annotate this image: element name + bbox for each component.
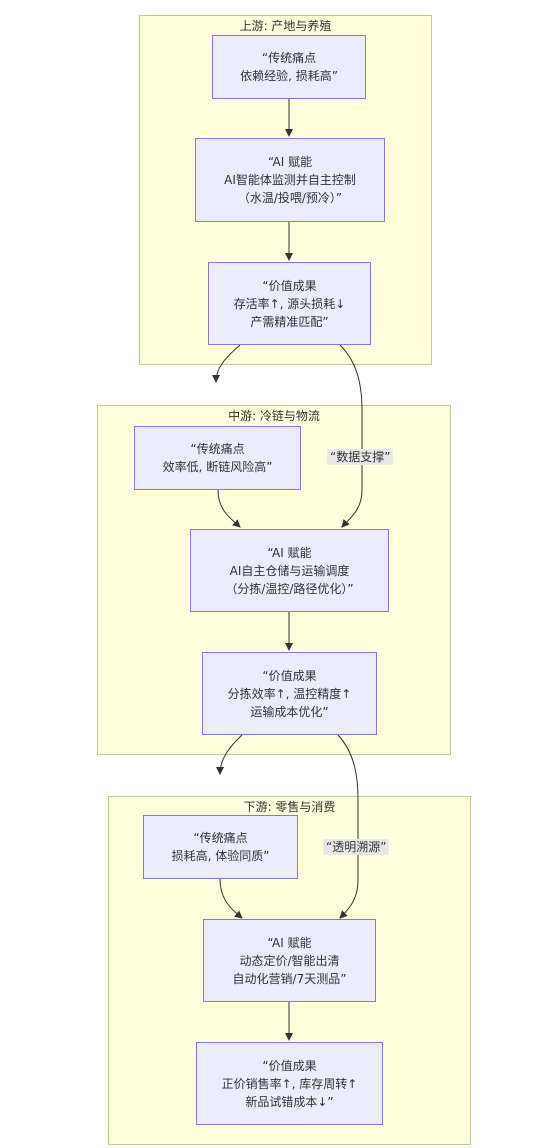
node-down-ai-line-2: 动态定价/智能出清 bbox=[239, 953, 340, 968]
node-down-value-line-3: 新品试错成本↓” bbox=[245, 1094, 334, 1109]
node-mid-ai-line-2: AI自主仓储与运输调度 bbox=[229, 563, 350, 578]
node-up-ai-line-2: AI智能体监测并自主控制 bbox=[224, 173, 356, 187]
node-up-pain-line-1: “传统痛点 bbox=[261, 51, 317, 65]
edge-traceability bbox=[337, 734, 359, 919]
node-mid-value-line-2: 分拣效率↑, 温控精度↑ bbox=[227, 686, 352, 701]
node-mid-pain: “传统痛点 效率低, 断链风险高” bbox=[134, 426, 301, 490]
node-up-value-line-2: 存活率↑, 源头损耗↓ bbox=[233, 296, 346, 311]
node-down-pain-line-1: “传统痛点 bbox=[193, 831, 248, 845]
node-down-ai: “AI 赋能 动态定价/智能出清 自动化营销/7天测品” bbox=[203, 919, 376, 1002]
node-down-value-line-2: 正价销售率↑, 库存周转↑ bbox=[221, 1076, 358, 1091]
node-down-pain-line-2: 损耗高, 体验同质” bbox=[171, 849, 270, 863]
edge-down-pain-to-ai bbox=[219, 878, 243, 919]
node-mid-ai-line-3: （分拣/温控/路径优化）” bbox=[225, 581, 354, 596]
node-down-pain: “传统痛点 损耗高, 体验同质” bbox=[143, 815, 298, 879]
edge-mid-pain-to-ai bbox=[217, 489, 241, 528]
cluster-midstream-title: 中游: 冷链与物流 bbox=[228, 409, 320, 423]
node-mid-pain-line-2: 效率低, 断链风险高” bbox=[162, 460, 273, 474]
edge-label-traceability: “透明溯源” bbox=[323, 839, 390, 855]
node-up-ai: “AI 赋能 AI智能体监测并自主控制 （水温/投喂/预冷）” bbox=[195, 138, 385, 222]
node-mid-pain-line-1: “传统痛点 bbox=[190, 442, 245, 456]
node-up-value: “价值成果 存活率↑, 源头损耗↓ 产需精准匹配” bbox=[208, 262, 371, 345]
node-down-ai-line-3: 自动化营销/7天测品” bbox=[232, 971, 347, 986]
cluster-downstream-title: 下游: 零售与消费 bbox=[243, 800, 336, 814]
node-up-ai-line-1: “AI 赋能 bbox=[267, 155, 313, 169]
node-mid-ai: “AI 赋能 AI自主仓储与运输调度 （分拣/温控/路径优化）” bbox=[190, 529, 389, 612]
node-up-ai-line-3: （水温/投喂/预冷）” bbox=[237, 191, 343, 205]
node-up-pain-line-2: 依赖经验, 损耗高” bbox=[240, 69, 338, 83]
node-up-pain: “传统痛点 依赖经验, 损耗高” bbox=[212, 35, 366, 99]
edge-up-value-to-mid bbox=[212, 344, 241, 383]
node-mid-value: “价值成果 分拣效率↑, 温控精度↑ 运输成本优化” bbox=[202, 652, 377, 735]
node-down-ai-line-1: “AI 赋能 bbox=[267, 935, 312, 950]
edge-mid-value-to-down bbox=[216, 734, 243, 775]
edge-data-support bbox=[339, 344, 363, 528]
node-mid-value-line-1: “价值成果 bbox=[262, 668, 317, 683]
node-up-value-line-1: “价值成果 bbox=[262, 278, 317, 293]
node-down-value-line-1: “价值成果 bbox=[262, 1058, 317, 1073]
node-mid-value-line-3: 运输成本优化” bbox=[250, 704, 329, 719]
edge-label-data-support: “数据支撑” bbox=[327, 449, 394, 465]
cluster-upstream-title: 上游: 产地与养殖 bbox=[239, 19, 332, 33]
node-down-value: “价值成果 正价销售率↑, 库存周转↑ 新品试错成本↓” bbox=[196, 1042, 383, 1125]
node-mid-ai-line-1: “AI 赋能 bbox=[267, 545, 312, 560]
node-up-value-line-3: 产需精准匹配” bbox=[250, 314, 329, 329]
